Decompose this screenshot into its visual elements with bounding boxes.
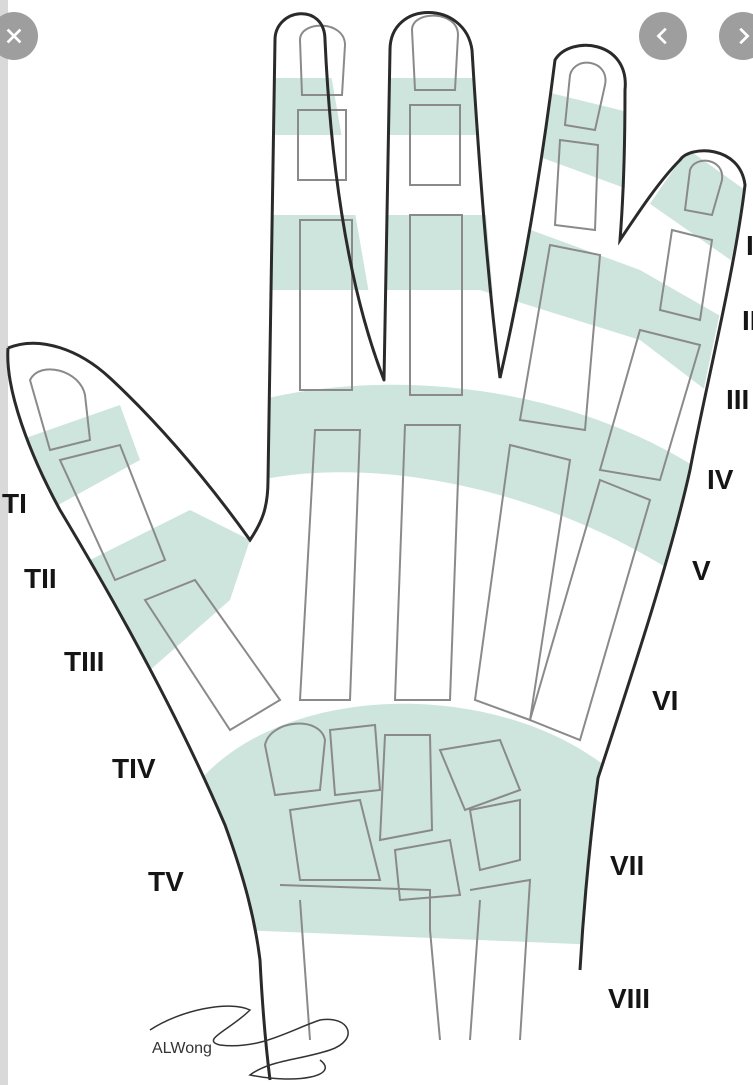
- zone-III-band: [260, 385, 700, 590]
- previous-button[interactable]: [639, 12, 687, 60]
- chevron-right-icon: [732, 25, 753, 47]
- zone-label-VIII: VIII: [608, 985, 650, 1013]
- zone-label-VII: VII: [610, 852, 644, 880]
- zone-label-TV: TV: [148, 868, 184, 896]
- zone-label-III: III: [726, 386, 749, 414]
- zone-label-TII: TII: [24, 565, 57, 593]
- zone-label-V: V: [692, 557, 711, 585]
- zone-TI-band: [20, 405, 140, 515]
- zone-label-TIII: TIII: [64, 648, 104, 676]
- zone-label-I: I: [746, 232, 753, 260]
- zone-label-TIV: TIV: [112, 755, 156, 783]
- zone-label-VI: VI: [652, 687, 678, 715]
- close-icon: [3, 25, 25, 47]
- zone-VII-band: [200, 704, 610, 945]
- zone-label-TI: TI: [2, 490, 27, 518]
- zone-label-II: II: [742, 307, 753, 335]
- signature: ALWong: [152, 1040, 212, 1058]
- zone-label-IV: IV: [707, 466, 733, 494]
- zone-bands: [20, 78, 745, 945]
- chevron-left-icon: [652, 25, 674, 47]
